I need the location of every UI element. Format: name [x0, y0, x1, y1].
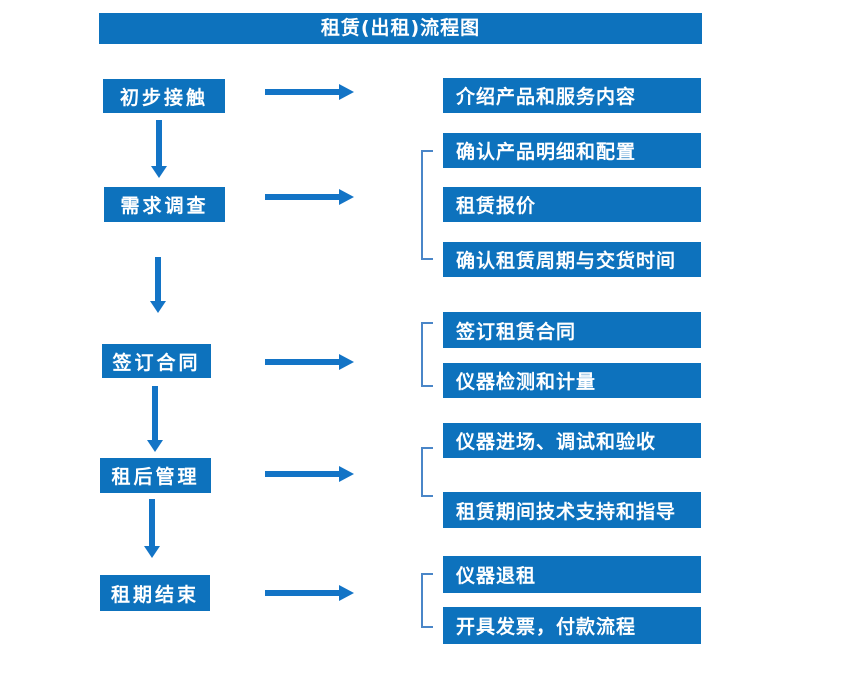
detail-sign-rental-contract: 签订租赁合同 — [443, 312, 701, 348]
arrow-right-head-icon — [339, 189, 354, 205]
arrow-right-shaft — [265, 89, 340, 95]
arrow-right-shaft — [265, 471, 340, 477]
arrow-down-shaft — [155, 257, 161, 302]
group-bracket-rental-end — [421, 573, 433, 628]
detail-tech-support: 租赁期间技术支持和指导 — [443, 492, 701, 528]
arrow-down-shaft — [156, 120, 162, 167]
arrow-down-head-icon — [150, 301, 166, 313]
step-rental-end: 租期结束 — [100, 575, 210, 611]
detail-confirm-period-delivery: 确认租赁周期与交货时间 — [443, 242, 701, 277]
detail-rental-quote: 租赁报价 — [443, 187, 701, 222]
detail-instrument-testing: 仪器检测和计量 — [443, 363, 701, 398]
arrow-right-shaft — [265, 194, 340, 200]
group-bracket-needs-survey — [421, 150, 433, 260]
group-bracket-post-rental — [421, 447, 433, 497]
arrow-right-head-icon — [339, 354, 354, 370]
flowchart-title: 租赁(出租)流程图 — [99, 13, 702, 44]
arrow-right-head-icon — [339, 466, 354, 482]
step-post-rental-mgmt: 租后管理 — [100, 458, 211, 493]
detail-instrument-acceptance: 仪器进场、调试和验收 — [443, 423, 701, 458]
arrow-right-head-icon — [339, 585, 354, 601]
step-needs-survey: 需求调查 — [104, 187, 225, 222]
arrow-down-head-icon — [151, 166, 167, 178]
arrow-right-shaft — [265, 359, 340, 365]
detail-instrument-return: 仪器退租 — [443, 556, 701, 593]
arrow-right-shaft — [265, 590, 340, 596]
arrow-down-head-icon — [144, 546, 160, 558]
arrow-down-shaft — [149, 499, 155, 547]
step-initial-contact: 初步接触 — [103, 79, 225, 113]
arrow-down-head-icon — [147, 440, 163, 452]
detail-invoice-payment: 开具发票，付款流程 — [443, 607, 701, 644]
detail-introduce-products: 介绍产品和服务内容 — [443, 78, 701, 113]
arrow-down-shaft — [152, 386, 158, 441]
group-bracket-sign-contract — [421, 322, 433, 387]
arrow-right-head-icon — [339, 84, 354, 100]
detail-confirm-product-config: 确认产品明细和配置 — [443, 133, 701, 168]
step-sign-contract: 签订合同 — [102, 344, 211, 378]
